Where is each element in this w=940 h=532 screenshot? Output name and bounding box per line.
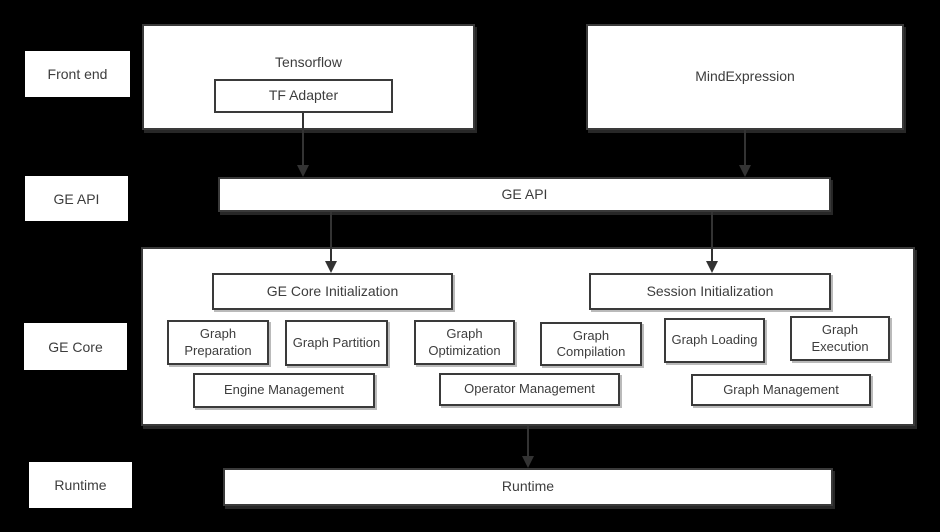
graph-loading-box: Graph Loading: [664, 318, 765, 363]
arrow-line: [302, 113, 304, 165]
graph-management-box: Graph Management: [691, 374, 871, 406]
arrow-tf-adapter-to-ge-api: [297, 113, 309, 177]
graph-partition-box: Graph Partition: [285, 320, 388, 366]
row-label-ge-core: GE Core: [24, 323, 127, 370]
tensorflow-title: Tensorflow: [275, 54, 342, 70]
arrow-head-icon: [522, 456, 534, 468]
graph-execution-box: Graph Execution: [790, 316, 890, 361]
arrow-line: [711, 212, 713, 261]
graph-optimization-box: Graph Optimization: [414, 320, 515, 365]
row-label-front-end: Front end: [25, 51, 130, 97]
operator-management-box: Operator Management: [439, 373, 620, 406]
row-label-runtime: Runtime: [29, 462, 132, 508]
arrow-head-icon: [297, 165, 309, 177]
ge-core-initialization-box: GE Core Initialization: [212, 273, 453, 310]
engine-management-box: Engine Management: [193, 373, 375, 408]
runtime-bar: Runtime: [223, 468, 833, 506]
arrow-line: [527, 426, 529, 456]
arrow-line: [330, 212, 332, 261]
graph-compilation-box: Graph Compilation: [540, 322, 642, 366]
ge-api-bar: GE API: [218, 177, 831, 212]
graph-preparation-box: Graph Preparation: [167, 320, 269, 365]
arrow-ge-api-to-session-initialization: [706, 212, 718, 273]
arrow-line: [744, 130, 746, 165]
session-initialization-box: Session Initialization: [589, 273, 831, 310]
arrow-mindexpression-to-ge-api: [739, 130, 751, 177]
arrow-ge-api-to-ge-core-initialization: [325, 212, 337, 273]
arrow-head-icon: [706, 261, 718, 273]
arrow-ge-core-to-runtime: [522, 426, 534, 468]
row-label-ge-api: GE API: [25, 176, 128, 221]
arrow-head-icon: [325, 261, 337, 273]
arrow-head-icon: [739, 165, 751, 177]
mindexpression-box: MindExpression: [586, 24, 904, 130]
tf-adapter-box: TF Adapter: [214, 79, 393, 113]
